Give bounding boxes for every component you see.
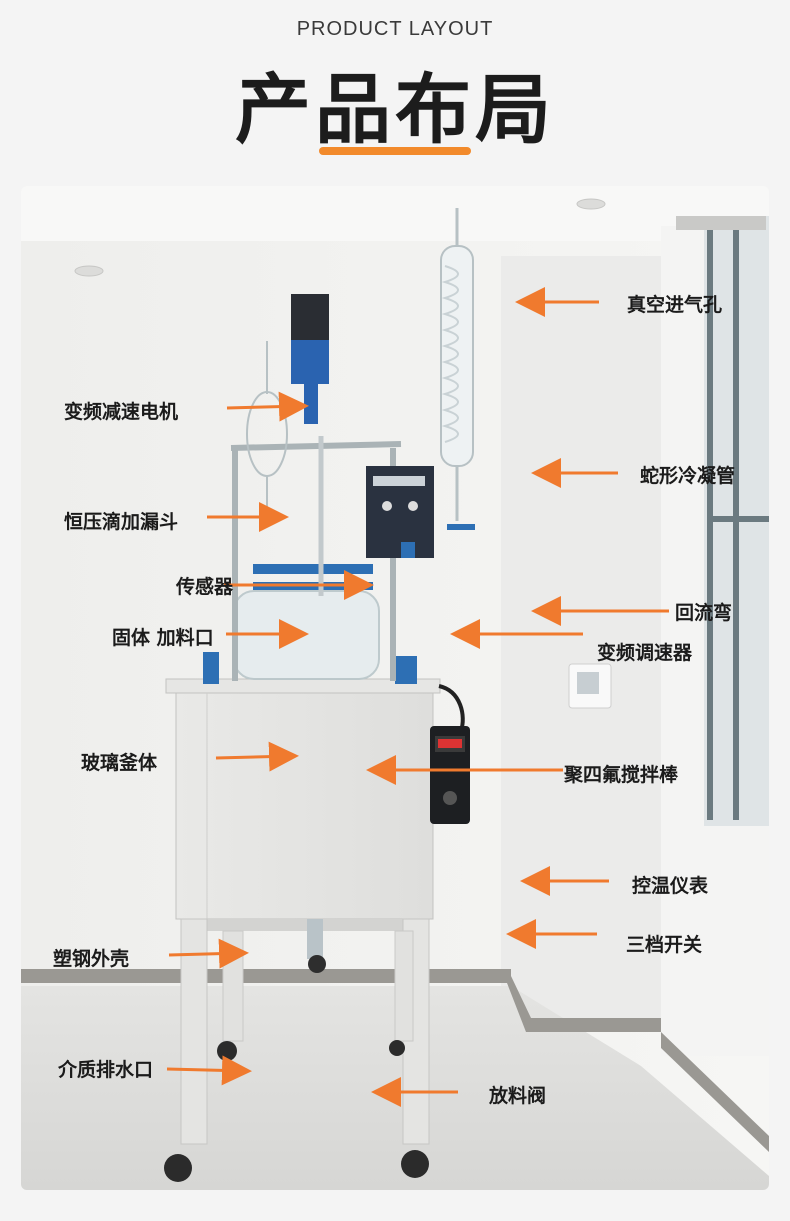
control-box bbox=[430, 684, 470, 824]
label-motor: 变频减速电机 bbox=[64, 401, 179, 423]
cabinet bbox=[164, 678, 441, 1182]
label-steel-shell: 塑钢外壳 bbox=[53, 948, 130, 970]
label-coil-condenser: 蛇形冷凝管 bbox=[640, 465, 736, 487]
label-sensor: 传感器 bbox=[176, 576, 234, 598]
arrow-motor bbox=[226, 391, 309, 422]
label-temp-meter: 控温仪表 bbox=[632, 875, 709, 897]
product-photo bbox=[21, 186, 769, 1190]
title-underline bbox=[319, 147, 471, 155]
arrow-medium-drain bbox=[166, 1055, 252, 1086]
label-reflux-elbow: 回流弯 bbox=[675, 602, 733, 624]
label-vacuum-inlet: 真空进气孔 bbox=[627, 294, 723, 316]
label-solid-feed: 固体 加料口 bbox=[112, 627, 214, 649]
callout-arrows bbox=[166, 287, 669, 1107]
page-title: 产品布局 bbox=[235, 65, 555, 154]
glass-reactor bbox=[203, 208, 475, 684]
header: PRODUCT LAYOUT 产品布局 bbox=[0, 0, 790, 180]
label-dropping-funnel: 恒压滴加漏斗 bbox=[64, 511, 179, 533]
label-ptfe-stirrer: 聚四氟搅拌棒 bbox=[564, 764, 679, 786]
reactor-illustration bbox=[21, 186, 769, 1190]
subtitle: PRODUCT LAYOUT bbox=[296, 18, 494, 40]
label-glass-kettle: 玻璃釜体 bbox=[81, 752, 158, 774]
window bbox=[676, 216, 769, 826]
label-discharge-valve: 放料阀 bbox=[489, 1085, 547, 1107]
label-speed-controller: 变频调速器 bbox=[597, 642, 693, 664]
label-three-switch: 三档开关 bbox=[626, 934, 703, 956]
label-medium-drain: 介质排水口 bbox=[58, 1059, 154, 1081]
arrow-steel-shell bbox=[168, 938, 249, 969]
arrow-glass-kettle bbox=[215, 741, 299, 772]
